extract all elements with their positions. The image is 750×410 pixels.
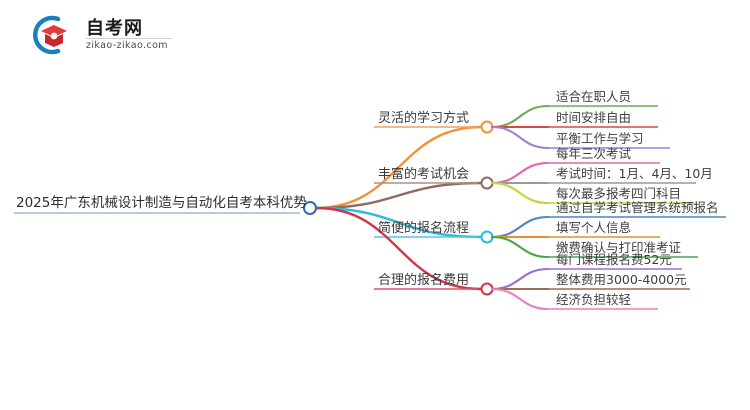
node-dot[interactable] [303,201,317,215]
mindmap-branch-label-1[interactable]: 灵活的学习方式 [378,111,470,126]
connector-line [490,215,550,239]
mindmap-leaf-label-1-2[interactable]: 时间安排自由 [556,110,632,125]
mindmap-leaf-label-2-3[interactable]: 每次最多报考四门科目 [556,186,682,201]
logo-mark-icon [33,15,67,55]
connector-line [490,104,550,129]
connector-line [490,161,550,185]
connector-line [490,235,550,259]
connector-line [490,181,550,205]
connector-line [314,206,483,291]
mindmap-leaf-label-3-3[interactable]: 缴费确认与打印准考证 [556,240,682,255]
mindmap-leaf-label-1-3[interactable]: 平衡工作与学习 [556,131,644,146]
logo-title-zh: 自考网 [86,18,143,39]
connector-line [314,125,483,210]
mindmap-leaf-label-1-1[interactable]: 适合在职人员 [556,89,632,104]
node-dot[interactable] [480,282,494,296]
mindmap-leaf-label-3-2[interactable]: 填写个人信息 [556,220,632,235]
mindmap-leaf-label-2-1[interactable]: 每年三次考试 [556,146,632,161]
mindmap-root-label[interactable]: 2025年广东机械设计制造与自动化自考本科优势 [16,195,307,211]
mindmap-branch-label-4[interactable]: 合理的报名费用 [378,273,470,288]
logo-domain-text: zikao-zikao.com [86,40,168,51]
node-dot[interactable] [480,120,494,134]
mindmap-leaf-label-4-1[interactable]: 每门课程报名费52元 [556,252,672,267]
mindmap-leaf-label-4-2[interactable]: 整体费用3000-4000元 [556,272,687,287]
connector-line [490,287,550,311]
mindmap-leaf-label-2-2[interactable]: 考试时间：1月、4月、10月 [556,166,713,181]
node-dot[interactable] [480,176,494,190]
node-dot[interactable] [480,230,494,244]
connector-line [490,125,550,150]
connector-line [314,206,483,239]
mindmap-leaf-label-3-1[interactable]: 通过自学考试管理系统预报名 [556,200,719,215]
connector-line [314,181,483,210]
mindmap-branch-label-3[interactable]: 简便的报名流程 [378,221,470,236]
connector-line [490,267,550,291]
logo-divider [86,38,172,39]
site-logo: 自考网 zikao-zikao.com [28,12,188,58]
mindmap-branch-label-2[interactable]: 丰富的考试机会 [378,167,470,182]
mindmap-leaf-label-4-3[interactable]: 经济负担较轻 [556,292,632,307]
